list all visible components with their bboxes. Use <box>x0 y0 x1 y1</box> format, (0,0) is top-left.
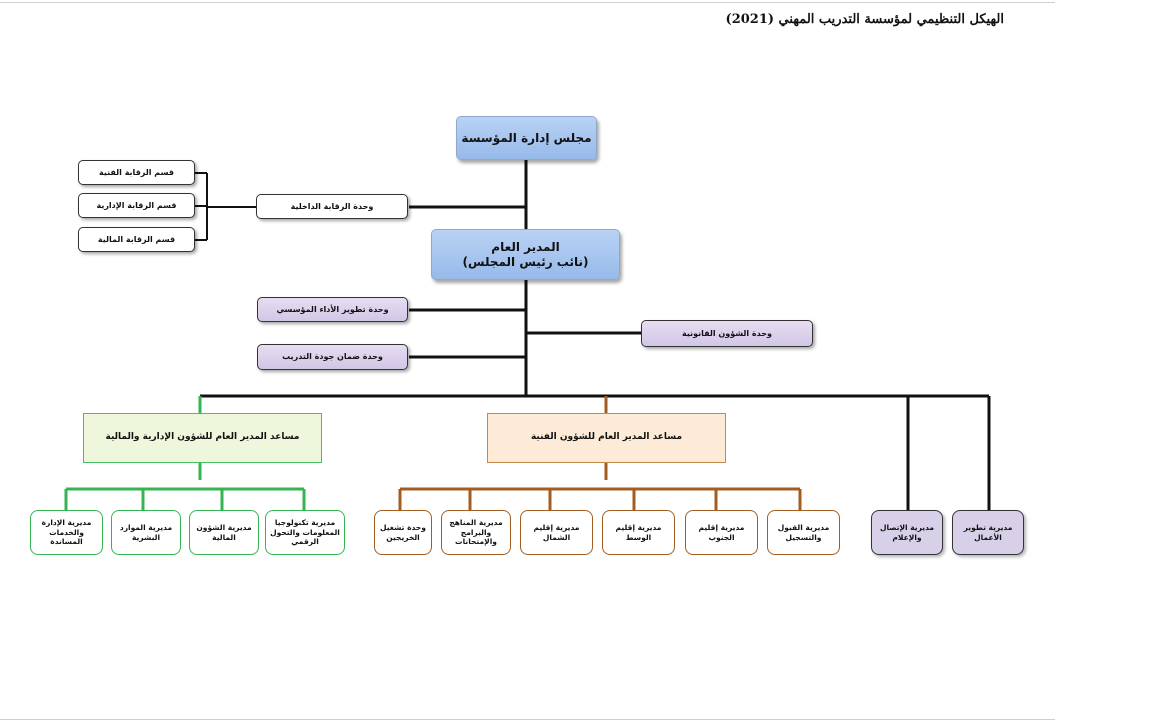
internal-audit-label: وحدة الرقابة الداخلية <box>290 201 374 211</box>
director-title: المدير العام <box>491 239 560 254</box>
quality-unit-box: وحدة ضمان جودة التدريب <box>257 344 408 370</box>
page-title: الهيكل التنظيمي لمؤسسة التدريب المهني (2… <box>725 12 1004 27</box>
directorate-label: مديرية إقليم الوسط <box>615 523 662 542</box>
directorate-box: مديرية الإتصال والإعلام <box>871 510 943 555</box>
directorate-label: مديرية تطوير الأعمال <box>963 523 1013 542</box>
directorate-label: مديرية إقليم الشمال <box>533 523 580 542</box>
board-label: مجلس إدارة المؤسسة <box>461 130 592 145</box>
directorate-box: مديرية الإدارة والخدمات المساندة <box>30 510 103 555</box>
directorate-label: مديرية الإدارة والخدمات المساندة <box>41 518 92 547</box>
directorate-box: مديرية المناهج والبرامج والإمتحانات <box>441 510 511 555</box>
directorate-box: مديرية القبول والتسجيل <box>767 510 840 555</box>
assistant-admin-box: مساعد المدير العام للشؤون الإدارية والما… <box>83 413 322 463</box>
board-box: مجلس إدارة المؤسسة <box>456 116 597 160</box>
audit-section-label: قسم الرقابة الفنية <box>99 167 174 177</box>
directorate-label: مديرية المناهج والبرامج والإمتحانات <box>449 518 503 547</box>
directorate-label: مديرية إقليم الجنوب <box>698 523 745 542</box>
assistant-admin-label: مساعد المدير العام للشؤون الإدارية والما… <box>105 432 300 443</box>
directorate-box: مديرية الموارد البشرية <box>111 510 181 555</box>
directorate-box: مديرية تطوير الأعمال <box>952 510 1024 555</box>
directorate-label: مديرية الإتصال والإعلام <box>879 523 935 542</box>
audit-section-label: قسم الرقابة المالية <box>97 234 176 244</box>
audit-section-box: قسم الرقابة الإدارية <box>78 193 195 218</box>
performance-unit-label: وحدة تطوير الأداء المؤسسي <box>276 304 389 314</box>
directorate-box: مديرية إقليم الجنوب <box>685 510 758 555</box>
directorate-label: وحدة تشغيل الخريجين <box>380 523 426 542</box>
audit-section-label: قسم الرقابة الإدارية <box>96 200 177 210</box>
directorate-box: مديرية تكنولوجيا المعلومات والتحول الرقم… <box>265 510 345 555</box>
directorate-label: مديرية القبول والتسجيل <box>777 523 830 542</box>
directorate-box: مديرية إقليم الشمال <box>520 510 593 555</box>
directorate-box: مديرية الشؤون المالية <box>189 510 259 555</box>
performance-unit-box: وحدة تطوير الأداء المؤسسي <box>257 297 408 322</box>
directorate-label: مديرية تكنولوجيا المعلومات والتحول الرقم… <box>270 518 340 547</box>
audit-section-box: قسم الرقابة المالية <box>78 227 195 252</box>
directorate-box: مديرية إقليم الوسط <box>602 510 675 555</box>
legal-unit-box: وحدة الشؤون القانونية <box>641 320 813 347</box>
directorate-label: مديرية الموارد البشرية <box>119 523 173 542</box>
directorate-box: وحدة تشغيل الخريجين <box>374 510 432 555</box>
bottom-border <box>0 719 1055 720</box>
legal-unit-label: وحدة الشؤون القانونية <box>682 328 773 338</box>
quality-unit-label: وحدة ضمان جودة التدريب <box>282 352 383 361</box>
directorate-label: مديرية الشؤون المالية <box>196 523 252 542</box>
assistant-tech-label: مساعد المدير العام للشؤون الفنية <box>530 432 683 443</box>
director-box: المدير العام (نائب رئيس المجلس) <box>431 229 620 280</box>
assistant-tech-box: مساعد المدير العام للشؤون الفنية <box>487 413 726 463</box>
internal-audit-box: وحدة الرقابة الداخلية <box>256 194 408 219</box>
audit-section-box: قسم الرقابة الفنية <box>78 160 195 185</box>
top-border <box>0 2 1055 3</box>
director-subtitle: (نائب رئيس المجلس) <box>462 254 589 269</box>
